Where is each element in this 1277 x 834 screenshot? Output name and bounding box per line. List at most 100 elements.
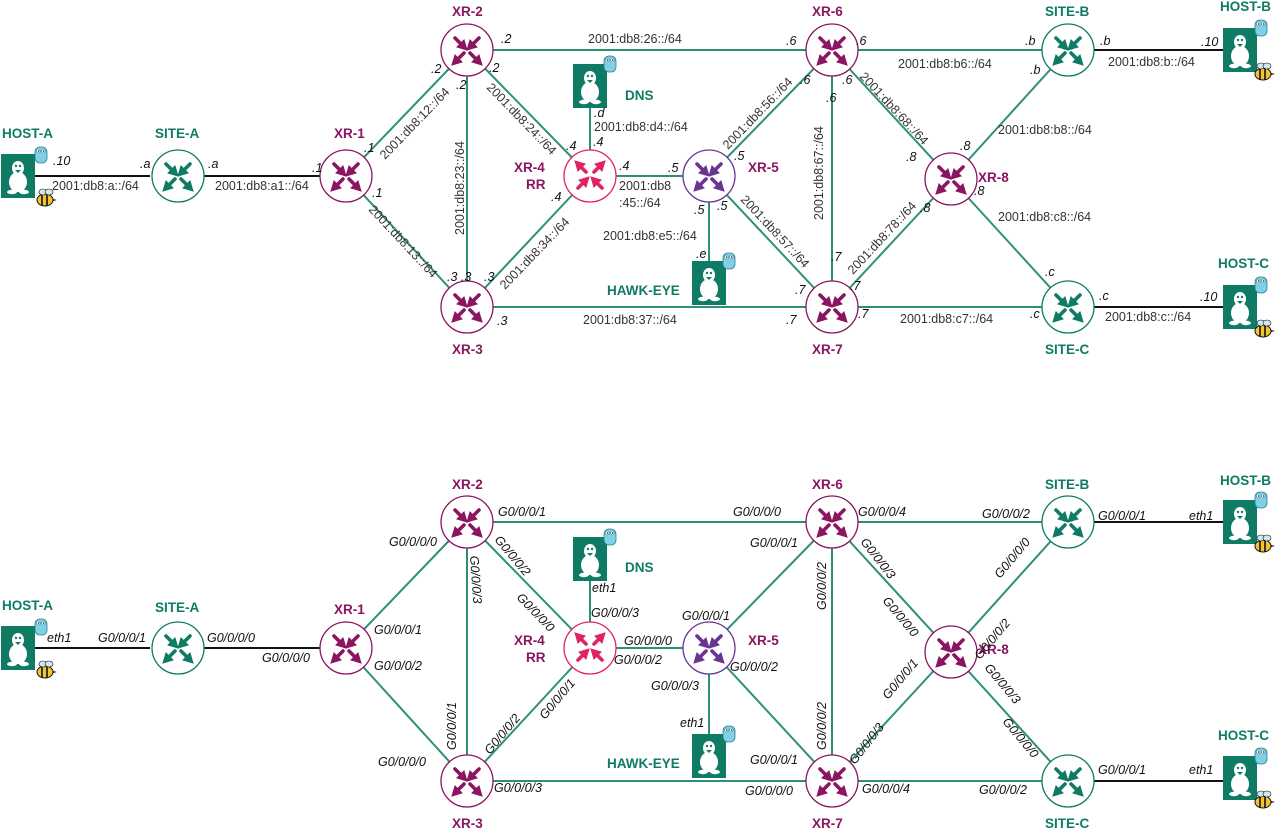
net-a-label: 2001:db8:a::/64 — [52, 179, 139, 193]
link-xr6-xr8 — [831, 521, 952, 653]
label-xr-4: XR-4 — [514, 633, 545, 648]
label-site-b: SITE-B — [1045, 477, 1090, 492]
if-hawk-e: .e — [696, 247, 706, 261]
if-xr5-g2: G0/0/0/2 — [730, 660, 778, 674]
if-xr2-2-diag: .2 — [489, 61, 499, 75]
hawk-eye-host[interactable] — [692, 725, 736, 778]
router-icon — [563, 149, 617, 203]
site-b[interactable] — [1041, 495, 1095, 549]
xr-2[interactable] — [440, 23, 494, 77]
xr-8[interactable] — [924, 152, 978, 206]
if-dns-eth1: eth1 — [592, 581, 616, 595]
xr-1[interactable] — [319, 149, 373, 203]
linux-tux-icon — [1, 154, 35, 198]
if-xr6-g4: G0/0/0/4 — [858, 505, 906, 519]
label-host-b: HOST-B — [1220, 473, 1271, 488]
xr-6[interactable] — [805, 23, 859, 77]
if-sitec-g1: G0/0/0/1 — [1098, 763, 1146, 777]
host-c[interactable] — [1223, 747, 1276, 809]
link-xr1-xr3 — [345, 175, 468, 308]
xr-8[interactable] — [924, 625, 978, 679]
if-xr7-7-left: .7 — [786, 313, 797, 327]
if-xr8-g1: G0/0/0/1 — [880, 656, 922, 702]
if-xr5-g3: G0/0/0/3 — [651, 679, 699, 693]
label-xr-5: XR-5 — [748, 633, 779, 648]
if-dns-d: .d — [594, 106, 605, 120]
xr-1[interactable] — [319, 621, 373, 675]
label-xr-7: XR-7 — [812, 342, 843, 357]
linux-tux-icon — [692, 734, 726, 778]
xr-7[interactable] — [805, 754, 859, 808]
net-78-label: 2001:db8:78::/64 — [845, 199, 919, 277]
if-xr4-4-upleft: .4 — [566, 139, 576, 153]
if-xr7-7-up: .7 — [831, 250, 842, 264]
net-c-label: 2001:db8:c::/64 — [1105, 310, 1191, 324]
label-xr-3: XR-3 — [452, 816, 483, 831]
site-a[interactable] — [151, 621, 205, 675]
if-hostb-eth1: eth1 — [1189, 509, 1213, 523]
link-xr1-xr3 — [345, 647, 468, 782]
xr-2[interactable] — [440, 495, 494, 549]
site-a[interactable] — [151, 149, 205, 203]
site-b[interactable] — [1041, 23, 1095, 77]
site-c[interactable] — [1041, 754, 1095, 808]
if-xr4-4-right: .4 — [619, 159, 629, 173]
if-xr1-1-left: .1 — [312, 161, 322, 175]
dns-host[interactable] — [573, 55, 617, 108]
if-xr2-g0: G0/0/0/0 — [389, 535, 437, 549]
bottom-nodes — [1, 491, 1276, 809]
xr-3[interactable] — [440, 754, 494, 808]
link-xr5-xr7 — [708, 647, 833, 782]
if-xr8-8-upleft: .8 — [906, 150, 916, 164]
link-xr5-xr6 — [708, 49, 833, 177]
gopher-icon — [1254, 491, 1268, 509]
label-xr-3: XR-3 — [452, 342, 483, 357]
if-siteb-b-right: .b — [1100, 34, 1110, 48]
if-xr6-6-right: .6 — [856, 34, 866, 48]
if-xr6-g1: G0/0/0/1 — [750, 536, 798, 550]
if-xr1-g0: G0/0/0/0 — [262, 651, 310, 665]
xr-3[interactable] — [440, 280, 494, 334]
if-sitec-c-up: .c — [1045, 265, 1055, 279]
if-xr7-7-right: .7 — [858, 307, 869, 321]
gopher-icon — [1254, 19, 1268, 37]
top-interface-labels: .10 .a .a .1 .1 .1 .2 .2 .2 .2 .3 .3 .3 … — [53, 32, 1218, 328]
if-xr3-g0: G0/0/0/0 — [378, 755, 426, 769]
if-xr8-8-downleft: .8 — [920, 201, 930, 215]
xr-4[interactable] — [563, 621, 617, 675]
label-site-b: SITE-B — [1045, 4, 1090, 19]
if-xr6-6-down: .6 — [826, 91, 836, 105]
if-hosta-eth1: eth1 — [47, 631, 71, 645]
label-site-c: SITE-C — [1045, 816, 1090, 831]
label-xr-4: XR-4 — [514, 160, 545, 175]
xr-7[interactable] — [805, 280, 859, 334]
bottom-interface-labels: eth1 G0/0/0/1 G0/0/0/0 G0/0/0/0 G0/0/0/1… — [47, 505, 1213, 798]
site-c[interactable] — [1041, 280, 1095, 334]
xr-5[interactable] — [682, 621, 736, 675]
host-b[interactable] — [1223, 491, 1276, 553]
if-xr5-g0: G0/0/0/0 — [624, 634, 672, 648]
label-host-a: HOST-A — [2, 126, 53, 141]
xr-5[interactable] — [682, 149, 736, 203]
net-24-label: 2001:db8:24::/64 — [484, 80, 559, 157]
if-hawk-eth1: eth1 — [680, 716, 704, 730]
if-xr2-g2: G0/0/0/2 — [492, 533, 534, 579]
if-xr7-7-diag: .7 — [795, 283, 806, 297]
host-b[interactable] — [1223, 19, 1276, 81]
bee-icon — [1254, 790, 1276, 809]
host-c[interactable] — [1223, 276, 1276, 338]
bottom-diagram: HOST-A SITE-A XR-1 XR-2 XR-3 XR-4 RR DNS… — [1, 473, 1276, 831]
label-xr-2: XR-2 — [452, 4, 483, 19]
linux-tux-icon — [1, 626, 35, 670]
xr-6[interactable] — [805, 495, 859, 549]
xr-4[interactable] — [563, 149, 617, 203]
net-b6-label: 2001:db8:b6::/64 — [898, 57, 992, 71]
net-e5-label: 2001:db8:e5::/64 — [603, 229, 697, 243]
if-sitec-c-right: .c — [1099, 289, 1109, 303]
linux-tux-icon — [1223, 500, 1257, 544]
if-xr8-g0: G0/0/0/0 — [880, 594, 922, 640]
net-67-label: 2001:db8:67::/64 — [812, 126, 826, 220]
if-hostb-10: .10 — [1201, 35, 1218, 49]
dns-host[interactable] — [573, 528, 617, 581]
label-dns: DNS — [625, 88, 654, 103]
